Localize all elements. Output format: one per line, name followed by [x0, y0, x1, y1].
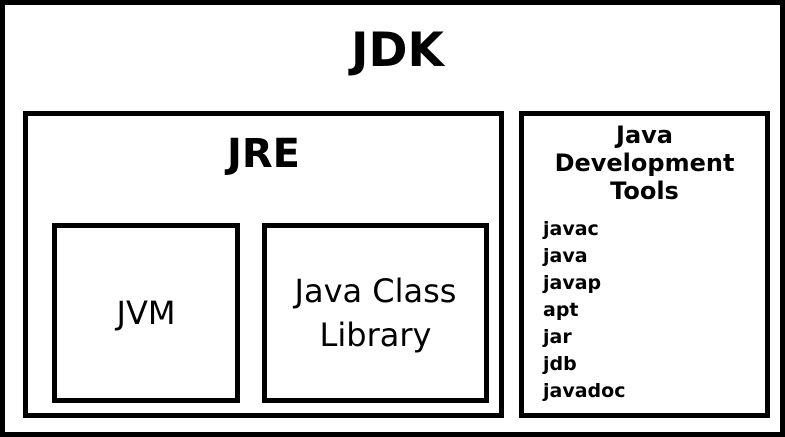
java-development-tools-title-line3: Tools [610, 177, 679, 205]
java-development-tools-list: javac java javap apt jar jdb javadoc [543, 216, 758, 405]
tool-item: javap [543, 272, 602, 294]
tool-item: javac [543, 218, 599, 240]
jre-title: JRE [226, 131, 300, 177]
tool-item: jar [543, 326, 572, 348]
java-development-tools-title-line1: Java [616, 121, 673, 149]
java-class-library-box: Java Class Library [262, 223, 489, 403]
tool-item: java [543, 245, 588, 267]
java-class-library-label: Java Class Library [289, 269, 463, 357]
tool-item: javadoc [543, 380, 626, 402]
tool-item: jdb [543, 353, 577, 375]
java-development-tools-box: Java Development Tools javac java javap … [519, 111, 770, 418]
jvm-box: JVM [52, 223, 240, 403]
jdk-title: JDK [351, 23, 444, 78]
java-development-tools-title-line2: Development [554, 149, 735, 177]
java-class-library-label-line1: Java Class [294, 272, 457, 310]
jvm-label: JVM [116, 294, 176, 332]
jre-box: JRE JVM Java Class Library [23, 111, 504, 418]
java-class-library-label-line2: Library [319, 316, 432, 354]
java-development-tools-title: Java Development Tools [524, 121, 765, 205]
tool-item: apt [543, 299, 579, 321]
